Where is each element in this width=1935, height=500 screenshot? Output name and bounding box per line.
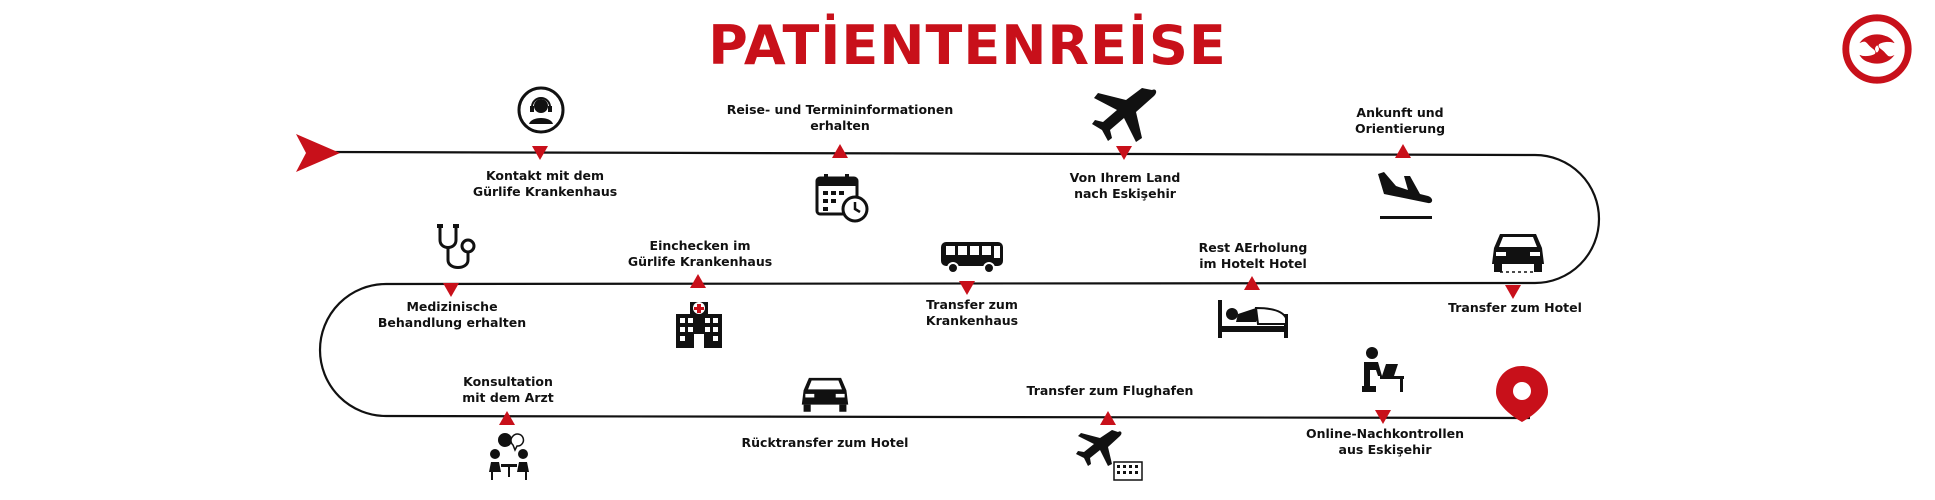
step-label: Transfer zum Krankenhaus bbox=[925, 297, 1019, 328]
consultation-icon bbox=[489, 433, 529, 480]
marker-up bbox=[832, 144, 848, 158]
step-label: Rest AErholung im Hotelt Hotel bbox=[1198, 240, 1308, 271]
marker-up bbox=[1100, 411, 1116, 425]
stethoscope-icon bbox=[437, 224, 476, 269]
bus-icon bbox=[941, 242, 1003, 274]
bed-rest-icon bbox=[1218, 300, 1288, 338]
brand-logo-icon bbox=[1842, 14, 1912, 84]
car-icon bbox=[801, 377, 849, 412]
marker-down bbox=[1375, 410, 1391, 424]
destination-pin-icon bbox=[1496, 366, 1548, 422]
marker-down bbox=[1116, 146, 1132, 160]
step-label: Ankunft und Orientierung bbox=[1354, 105, 1446, 136]
page-title: PATİENTENREİSE bbox=[708, 14, 1227, 77]
step-label: Konsultation mit dem Arzt bbox=[462, 374, 554, 405]
step-label: Kontakt mit dem Gürlife Krankenhaus bbox=[472, 168, 618, 199]
step-label: Online-Nachkontrollen aus Eskişehir bbox=[1305, 426, 1464, 457]
car-icon bbox=[1492, 234, 1544, 273]
step-label: Medizinische Behandlung erhalten bbox=[377, 299, 527, 330]
step-label: Rücktransfer zum Hotel bbox=[741, 435, 909, 450]
marker-up bbox=[690, 274, 706, 288]
calendar-clock-icon bbox=[815, 174, 869, 223]
step-label: Einchecken im Gürlife Krankenhaus bbox=[627, 238, 773, 269]
airplane-hotel-icon bbox=[1076, 430, 1143, 481]
step-label: Transfer zum Flughafen bbox=[1026, 383, 1194, 398]
airplane-icon bbox=[1092, 88, 1157, 142]
person-at-laptop-icon bbox=[1362, 347, 1404, 392]
step-label: Transfer zum Hotel bbox=[1448, 300, 1582, 315]
hospital-building-icon bbox=[676, 302, 722, 348]
marker-down bbox=[959, 281, 975, 295]
marker-up bbox=[1395, 144, 1411, 158]
marker-up bbox=[1244, 276, 1260, 290]
marker-up bbox=[499, 411, 515, 425]
step-label: Von Ihrem Land nach Eskişehir bbox=[1069, 170, 1181, 201]
call-center-agent-icon bbox=[517, 86, 565, 134]
marker-down bbox=[1505, 285, 1521, 299]
step-label: Reise- und Termininformationen erhalten bbox=[726, 102, 954, 133]
marker-down bbox=[443, 283, 459, 297]
marker-down bbox=[532, 146, 548, 160]
start-arrow-icon bbox=[296, 134, 340, 172]
airplane-landing-icon bbox=[1378, 172, 1433, 219]
